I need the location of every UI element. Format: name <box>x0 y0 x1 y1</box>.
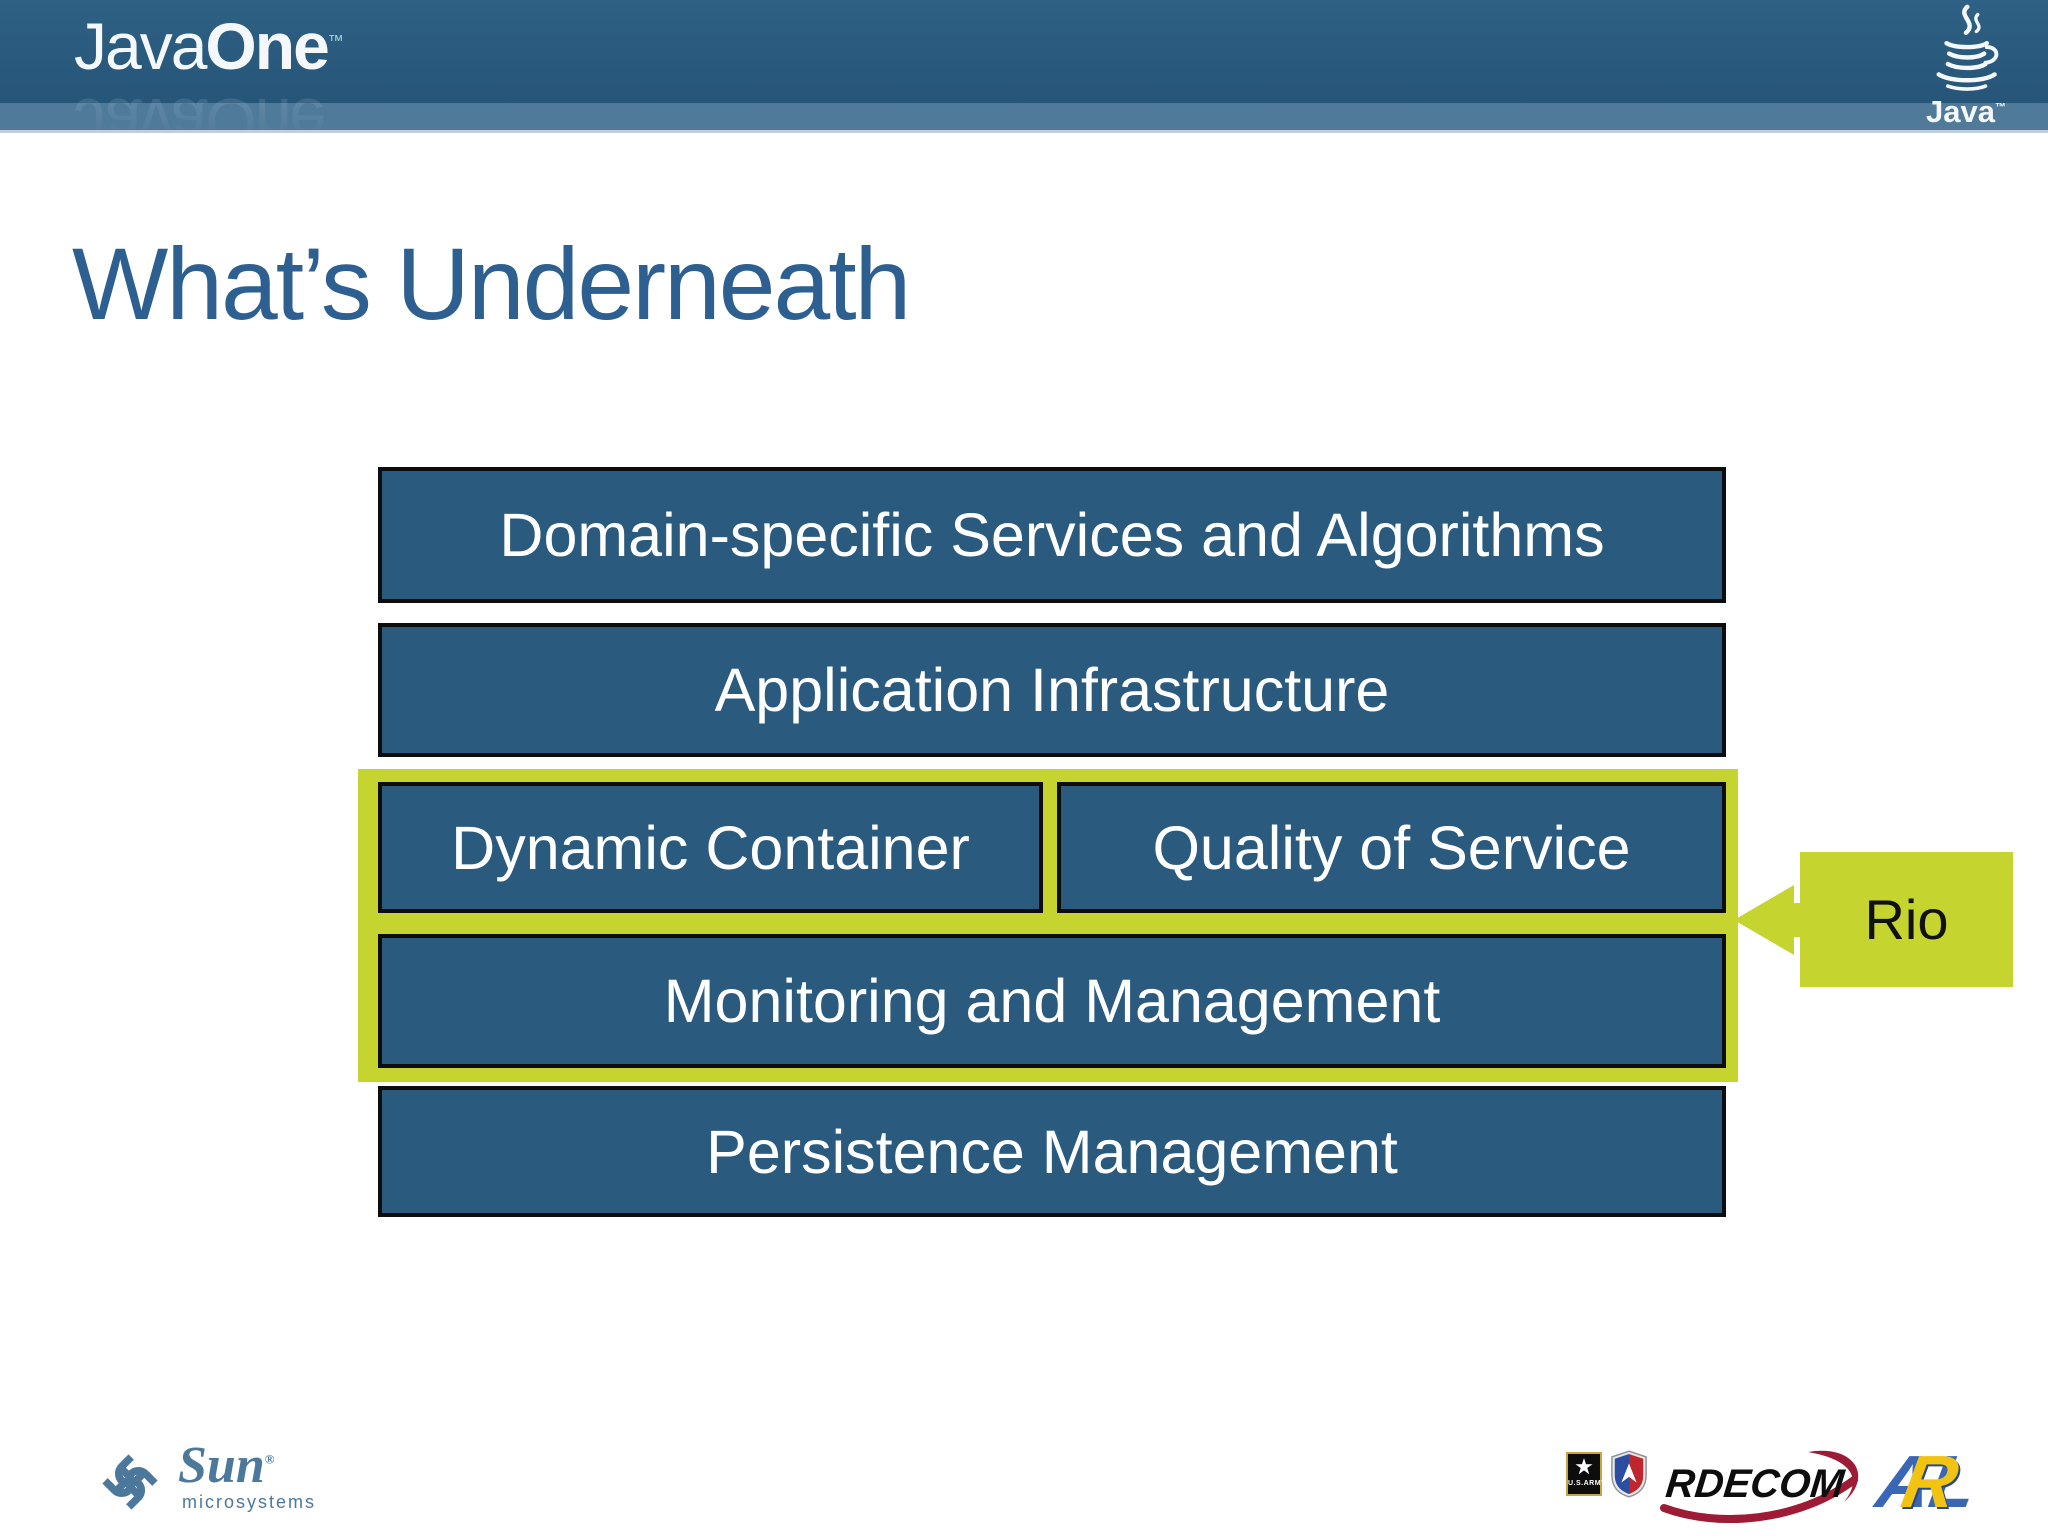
javaone-trademark: ™ <box>327 33 344 50</box>
java-cup-logo: Java™ <box>1918 4 2014 132</box>
layer-application-infrastructure: Application Infrastructure <box>378 623 1726 757</box>
header-divider <box>0 130 2048 133</box>
javaone-logo: JavaOne™ <box>74 8 344 84</box>
us-army-logo: ★ U.S.ARMY <box>1566 1452 1607 1496</box>
sun-logo-text: Sun® microsystems <box>178 1440 316 1513</box>
java-cup-icon <box>1936 4 1999 91</box>
layer-dynamic-container: Dynamic Container <box>378 782 1043 913</box>
header-light-band <box>0 103 2048 130</box>
layer-label: Application Infrastructure <box>714 656 1390 724</box>
sun-diamond-icon <box>102 1454 158 1510</box>
layer-monitoring-management: Monitoring and Management <box>378 934 1726 1068</box>
java-logo-label: Java™ <box>1926 94 2006 129</box>
arl-logo: ARL <box>1871 1440 1984 1523</box>
header-background <box>0 0 2048 103</box>
government-logos: ★ U.S.ARMY RDECOM ARL <box>1562 1440 1992 1526</box>
sun-microsystems-logo: Sun® microsystems <box>88 1440 316 1524</box>
rdecom-swoosh-icon <box>1660 1450 1859 1523</box>
rio-label: Rio <box>1864 888 1949 951</box>
sun-registered-mark: ® <box>264 1451 275 1467</box>
amc-shield-icon <box>1611 1450 1647 1498</box>
layer-quality-of-service: Quality of Service <box>1057 782 1726 913</box>
rdecom-label: RDECOM <box>1663 1462 1847 1506</box>
rio-arrow-icon <box>1734 885 1812 955</box>
sun-name: Sun® <box>178 1437 275 1494</box>
layer-domain-services: Domain-specific Services and Algorithms <box>378 467 1726 603</box>
layer-label: Persistence Management <box>706 1117 1398 1186</box>
rdecom-logo: RDECOM <box>1658 1446 1870 1526</box>
layer-label: Monitoring and Management <box>663 967 1441 1035</box>
javaone-logo-reflection: JavaOne <box>74 85 325 133</box>
java-trademark: ™ <box>1994 101 2006 114</box>
javaone-logo-java: Java <box>74 9 207 83</box>
layer-persistence-management: Persistence Management <box>378 1086 1726 1217</box>
army-label: U.S.ARMY <box>1568 1480 1607 1487</box>
sun-subtitle: microsystems <box>182 1492 317 1512</box>
header-bar: JavaOne™ JavaOne Java™ <box>0 0 2048 133</box>
army-star-icon: ★ <box>1574 1454 1594 1479</box>
layer-label: Domain-specific Services and Algorithms <box>499 501 1605 569</box>
layer-label: Dynamic Container <box>451 813 970 882</box>
rio-callout: Rio <box>1800 852 2013 987</box>
javaone-logo-one: One <box>205 9 329 83</box>
page-title: What’s Underneath <box>72 227 911 341</box>
layer-label: Quality of Service <box>1152 813 1631 882</box>
